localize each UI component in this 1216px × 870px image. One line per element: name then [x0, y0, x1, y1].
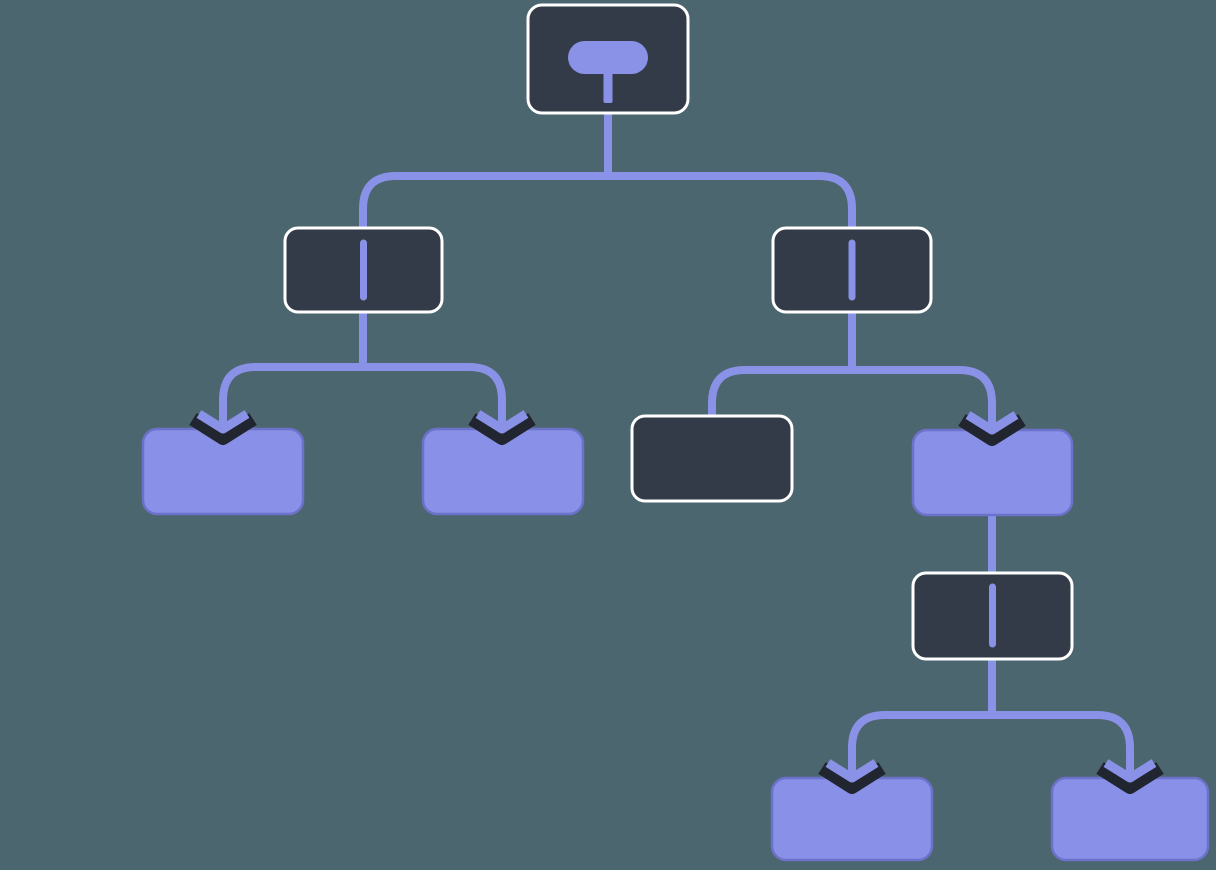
- arrow-down-icon: [189, 410, 257, 445]
- arrow-dark-chevron: [468, 413, 536, 445]
- connector-level4-branch: [848, 711, 1134, 775]
- arrow-purple-chevron: [825, 759, 879, 783]
- arrow-down-icon: [1096, 759, 1164, 794]
- arrow-dark-chevron: [189, 413, 257, 445]
- arrow-purple-chevron: [475, 410, 529, 434]
- arrow-down-icon: [958, 411, 1026, 446]
- arrow-down-icon: [468, 410, 536, 445]
- node-dark-leaf[interactable]: [630, 414, 794, 503]
- arrow-dark-chevron: [818, 762, 886, 794]
- arrow-purple-chevron: [1103, 759, 1157, 783]
- arrow-purple-chevron: [965, 411, 1019, 435]
- connector-level1-branch: [359, 172, 856, 232]
- arrow-purple-chevron: [196, 410, 250, 434]
- diagram-nodes: [141, 3, 1210, 862]
- node-icons: [360, 41, 996, 648]
- connector-level2-right-branch: [708, 366, 996, 427]
- arrow-dark-chevron: [958, 414, 1026, 446]
- arrowheads: [189, 410, 1164, 794]
- arrow-dark-chevron: [1096, 762, 1164, 794]
- connector-level2-left-branch: [219, 363, 506, 426]
- arrow-down-icon: [818, 759, 886, 794]
- pill-stem-icon: [568, 41, 648, 103]
- connector-lines: [219, 108, 1134, 775]
